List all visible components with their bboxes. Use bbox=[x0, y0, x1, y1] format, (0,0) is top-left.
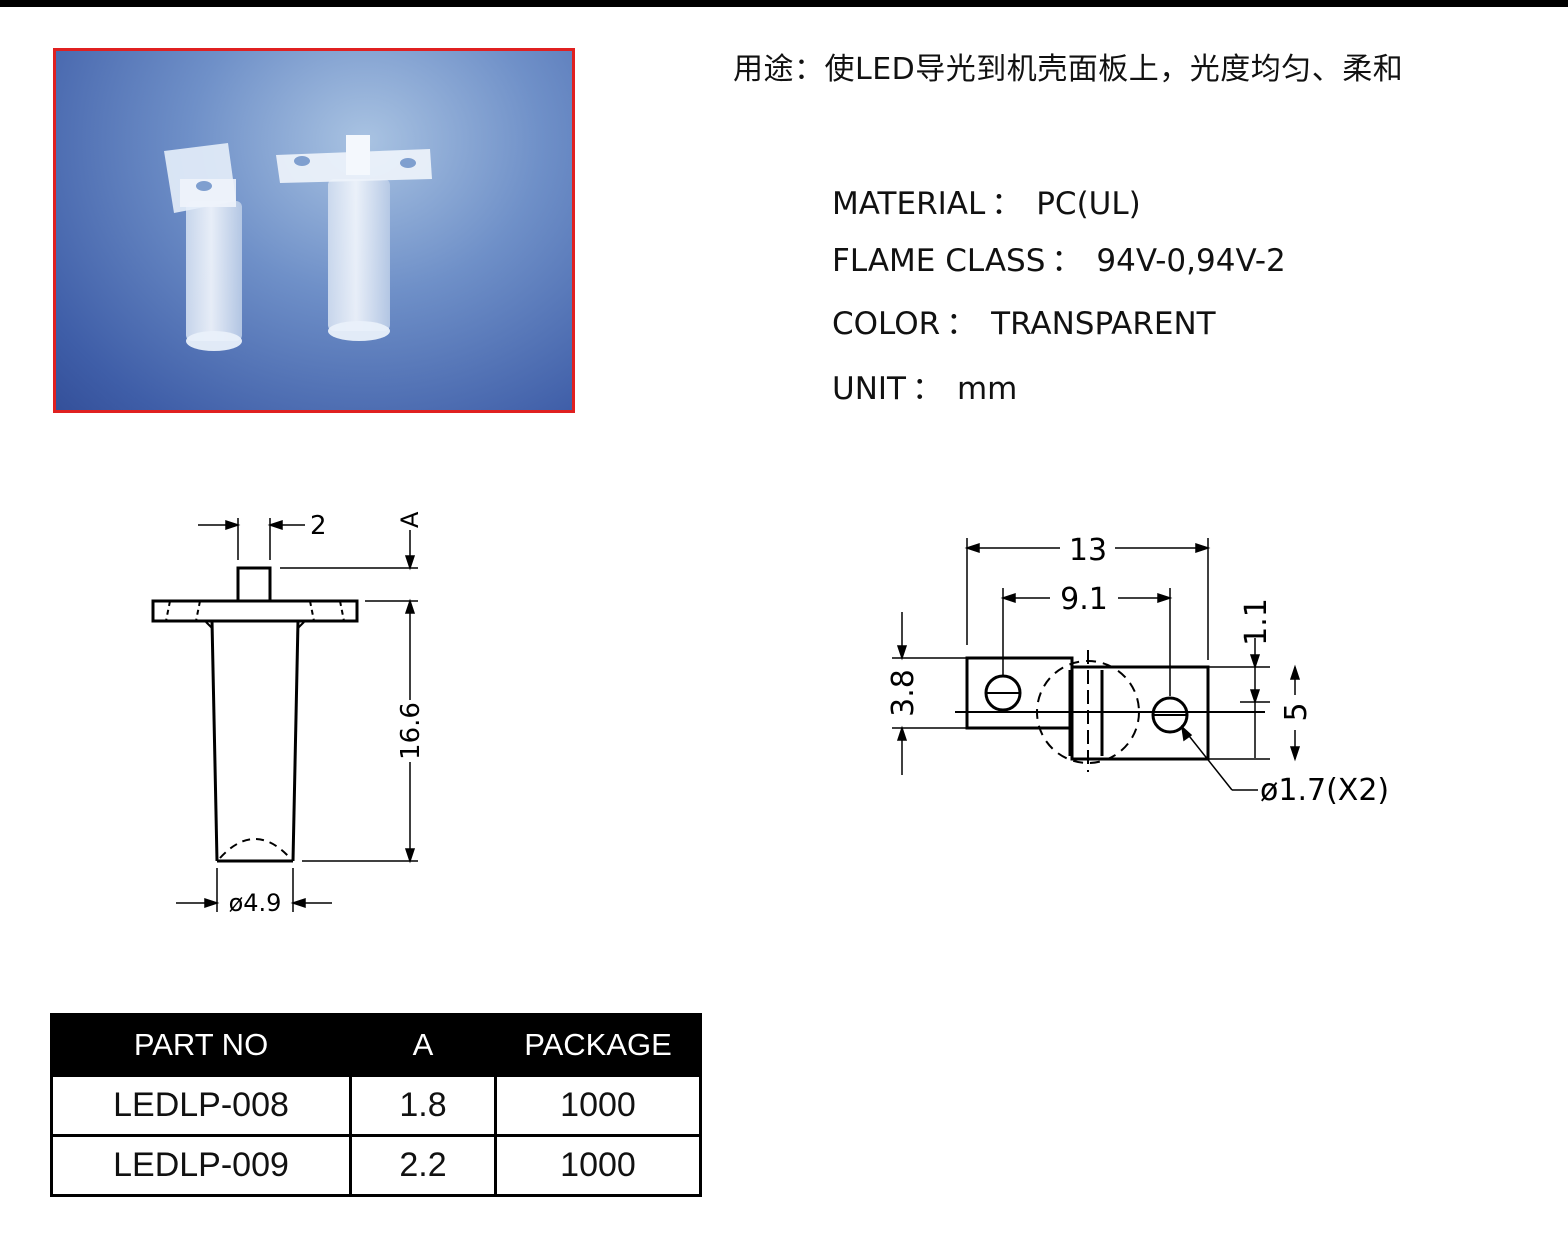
spec-value: 94V-0,94V-2 bbox=[1096, 243, 1286, 279]
cell-package: 1000 bbox=[494, 1134, 702, 1197]
header-part-no: PART NO bbox=[50, 1013, 352, 1077]
table-row: LEDLP-009 2.2 1000 bbox=[50, 1134, 702, 1197]
header-a: A bbox=[349, 1013, 497, 1077]
usage-text: 用途：使LED导光到机壳面板上，光度均匀、柔和 bbox=[733, 52, 1404, 87]
right-light-pipe bbox=[276, 135, 432, 341]
cell-part-no: LEDLP-009 bbox=[50, 1134, 352, 1197]
table-row: LEDLP-008 1.8 1000 bbox=[50, 1074, 702, 1137]
side-view-drawing: 2 A 16.6 ø4.9 bbox=[151, 511, 426, 917]
spec-label: COLOR bbox=[832, 306, 941, 342]
cell-part-no: LEDLP-008 bbox=[50, 1074, 352, 1137]
spec-flame-class: FLAME CLASS： 94V-0,94V-2 bbox=[832, 235, 1286, 280]
spec-color: COLOR： TRANSPARENT bbox=[832, 298, 1216, 343]
dim-top-label: 2 bbox=[310, 511, 327, 541]
spec-separator: ： bbox=[1051, 243, 1083, 279]
table-header-row: PART NO A PACKAGE bbox=[50, 1013, 702, 1077]
spec-material: MATERIAL： PC(UL) bbox=[832, 178, 1141, 223]
cell-a: 1.8 bbox=[349, 1074, 497, 1137]
dim-a-label: A bbox=[396, 511, 424, 528]
dim-height-label: 16.6 bbox=[396, 702, 426, 760]
dim-width-label: 13 bbox=[1069, 533, 1107, 568]
spec-separator: ： bbox=[991, 186, 1023, 222]
dim-hole-label: ø1.7(X2) bbox=[1260, 773, 1389, 808]
product-photo bbox=[53, 48, 575, 413]
cell-package: 1000 bbox=[494, 1074, 702, 1137]
spec-label: UNIT bbox=[832, 371, 906, 407]
spec-separator: ： bbox=[911, 371, 943, 407]
dim-left-height-label: 3.8 bbox=[886, 669, 921, 717]
spec-label: MATERIAL bbox=[832, 186, 986, 222]
spec-value: mm bbox=[956, 371, 1018, 407]
spec-unit: UNIT： mm bbox=[832, 363, 1017, 408]
spec-label: FLAME CLASS bbox=[832, 243, 1046, 279]
spec-value: PC(UL) bbox=[1036, 186, 1141, 222]
left-light-pipe bbox=[164, 143, 242, 351]
top-view-drawing: 13 9.1 3.8 1.1 5 ø1.7(X2) bbox=[886, 533, 1389, 808]
dim-offset-label: 1.1 bbox=[1239, 598, 1274, 646]
header-package: PACKAGE bbox=[494, 1013, 702, 1077]
cell-a: 2.2 bbox=[349, 1134, 497, 1197]
dim-hole-spacing-label: 9.1 bbox=[1060, 582, 1108, 617]
parts-table: PART NO A PACKAGE LEDLP-008 1.8 1000 LED… bbox=[50, 1013, 702, 1197]
dim-right-height-label: 5 bbox=[1279, 702, 1314, 721]
top-border bbox=[0, 0, 1568, 7]
spec-value: TRANSPARENT bbox=[991, 306, 1216, 342]
dim-diameter-label: ø4.9 bbox=[229, 889, 282, 917]
spec-separator: ： bbox=[946, 306, 978, 342]
